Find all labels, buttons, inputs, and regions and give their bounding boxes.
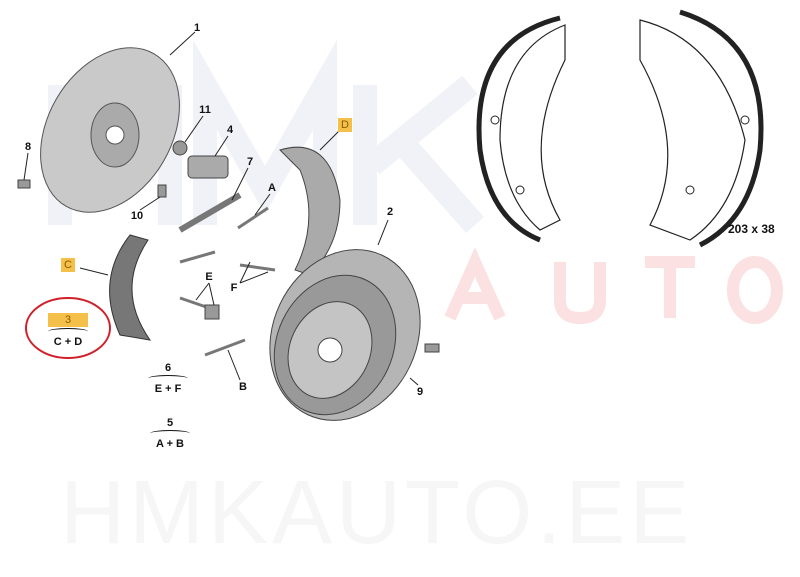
kit-number: 6	[164, 362, 172, 374]
brace	[48, 328, 88, 335]
kit-contents: A + B	[155, 438, 184, 450]
kit-5: 5 A + B	[150, 417, 190, 450]
dimension-label: 203 x 38	[728, 222, 775, 236]
watermark-sub	[444, 247, 783, 325]
kit-number: 5	[166, 417, 174, 429]
callout-d: D	[338, 118, 352, 132]
kit-contents: C + D	[53, 336, 83, 348]
callout-e: E	[205, 271, 213, 283]
callout-11: 11	[199, 104, 211, 116]
kit-6: 6 E + F	[148, 362, 188, 395]
callout-1: 1	[193, 22, 201, 34]
brace	[148, 375, 188, 382]
callout-f: F	[230, 282, 238, 294]
callout-c: C	[61, 258, 75, 272]
callout-10: 10	[130, 210, 144, 222]
highlight-circle	[25, 297, 111, 359]
callout-2: 2	[386, 206, 394, 218]
callout-9: 9	[416, 386, 424, 398]
backing-plate	[40, 47, 180, 213]
wheel-cylinder	[187, 155, 229, 179]
kit-3: 3 C + D	[48, 313, 88, 348]
callout-8: 8	[24, 141, 32, 153]
kit-contents: E + F	[154, 383, 182, 395]
brake-drum	[269, 249, 421, 421]
kit-number: 3	[48, 313, 88, 327]
brace	[150, 430, 190, 437]
callout-4: 4	[226, 124, 234, 136]
callout-a: A	[268, 182, 276, 194]
callout-b: B	[239, 381, 247, 393]
watermark-footer: HMKAUTO.EE	[60, 463, 694, 563]
brake-shoe-set-drawing	[476, 9, 764, 248]
callout-7: 7	[246, 156, 254, 168]
